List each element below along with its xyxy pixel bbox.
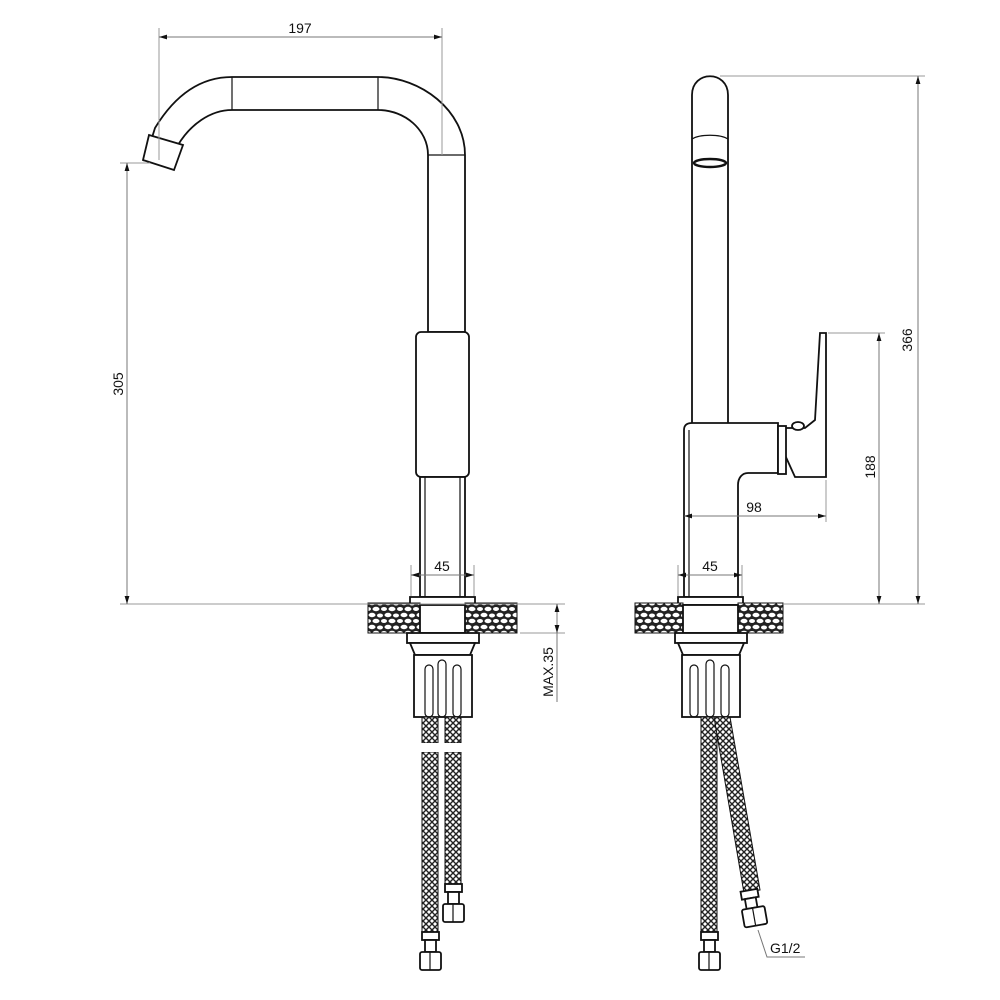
- dim-spout-reach: 197: [288, 20, 312, 36]
- spout-tip: [141, 133, 185, 172]
- faucet-body: [415, 331, 470, 478]
- dim-base-diameter-side: 45: [702, 558, 718, 574]
- hose-left: [421, 751, 439, 933]
- dim-handle-height: 188: [862, 455, 878, 479]
- side-hose-straight: [700, 716, 718, 933]
- side-hose-angled: [713, 716, 761, 894]
- mounting-nut: [413, 654, 473, 718]
- spout: [143, 76, 466, 333]
- side-spout: [691, 75, 729, 426]
- hose-right: [444, 751, 462, 885]
- dim-max-deck-thickness: MAX.35: [540, 647, 556, 697]
- dim-handle-depth: 98: [746, 499, 762, 515]
- handle-lever: [784, 332, 827, 478]
- dim-total-height: 366: [899, 328, 915, 352]
- dim-connection-thread: G1/2: [770, 940, 801, 956]
- side-countertop-right: [737, 602, 784, 634]
- countertop-right: [464, 602, 518, 634]
- side-view: G1/2 366 188 98 45: [634, 75, 925, 971]
- side-countertop-left: [634, 602, 684, 634]
- hose-left-upper: [421, 716, 439, 744]
- side-mounting-nut: [681, 654, 741, 718]
- front-view: 197 305 45 MAX.35: [110, 20, 565, 971]
- countertop-left: [367, 602, 421, 634]
- dim-base-diameter-front: 45: [434, 558, 450, 574]
- hose-right-upper: [444, 716, 462, 744]
- dim-spout-height: 305: [110, 372, 126, 396]
- side-body: [683, 422, 779, 598]
